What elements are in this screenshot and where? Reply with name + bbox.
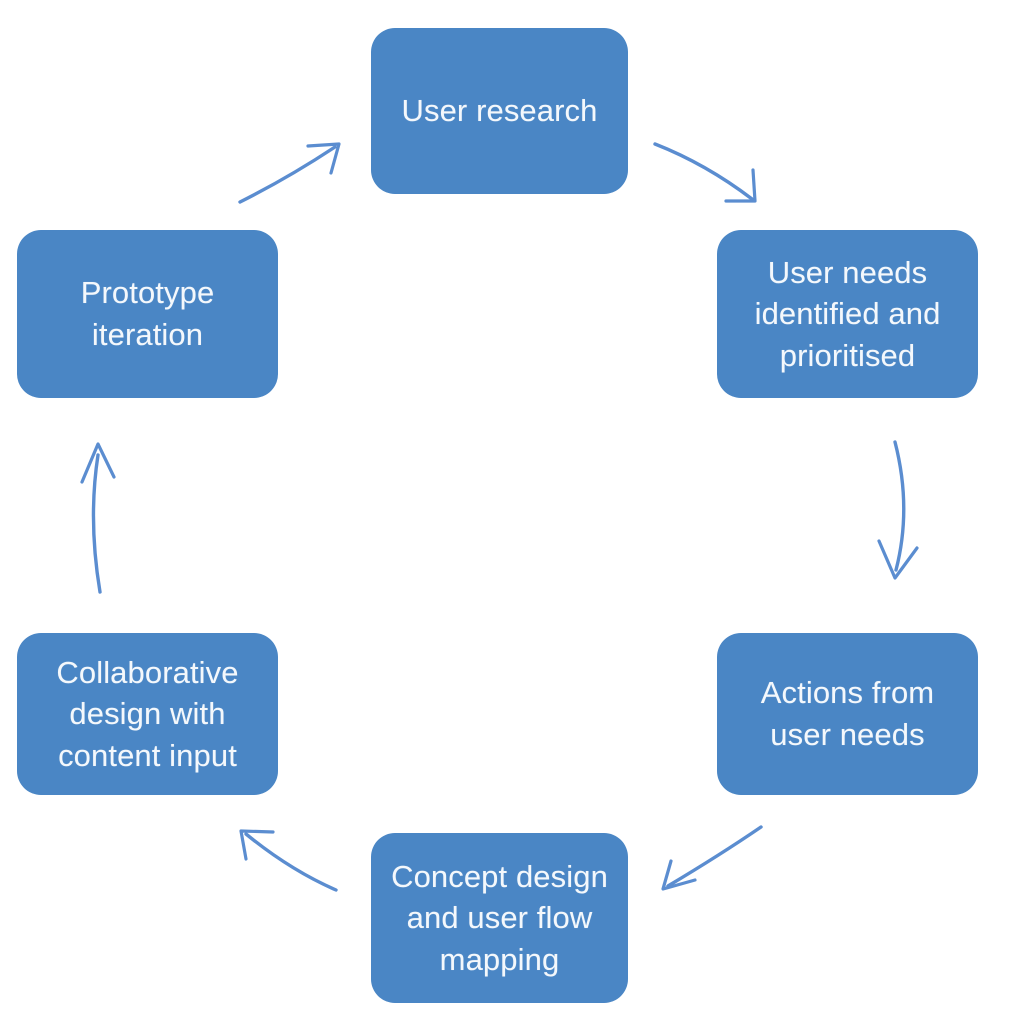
node-prototype-iteration[interactable]: Prototype iteration xyxy=(17,230,278,398)
node-label: Prototype iteration xyxy=(80,275,215,352)
arrow-collaborative-design-to-prototype xyxy=(80,442,116,594)
node-concept-design[interactable]: Concept design and user flow mapping xyxy=(371,833,628,1003)
arrow-user-research-to-user-needs xyxy=(653,142,757,203)
node-collaborative-design[interactable]: Collaborative design with content input xyxy=(17,633,278,795)
node-label: Collaborative design with content input xyxy=(56,654,239,773)
arrow-actions-to-concept-design xyxy=(661,825,763,891)
node-label: User research xyxy=(401,93,598,129)
arrow-concept-design-to-collaborative-design xyxy=(239,829,338,892)
node-actions-user-needs[interactable]: Actions from user needs xyxy=(717,633,978,795)
node-label: User needs identified and prioritised xyxy=(754,254,941,373)
arrow-user-needs-to-actions xyxy=(877,440,919,580)
arrow-prototype-to-user-research xyxy=(238,142,341,204)
node-label: Actions from user needs xyxy=(760,675,935,752)
node-user-needs[interactable]: User needs identified and prioritised xyxy=(717,230,978,398)
node-user-research[interactable]: User research xyxy=(371,28,628,194)
node-label: Concept design and user flow mapping xyxy=(391,858,608,977)
